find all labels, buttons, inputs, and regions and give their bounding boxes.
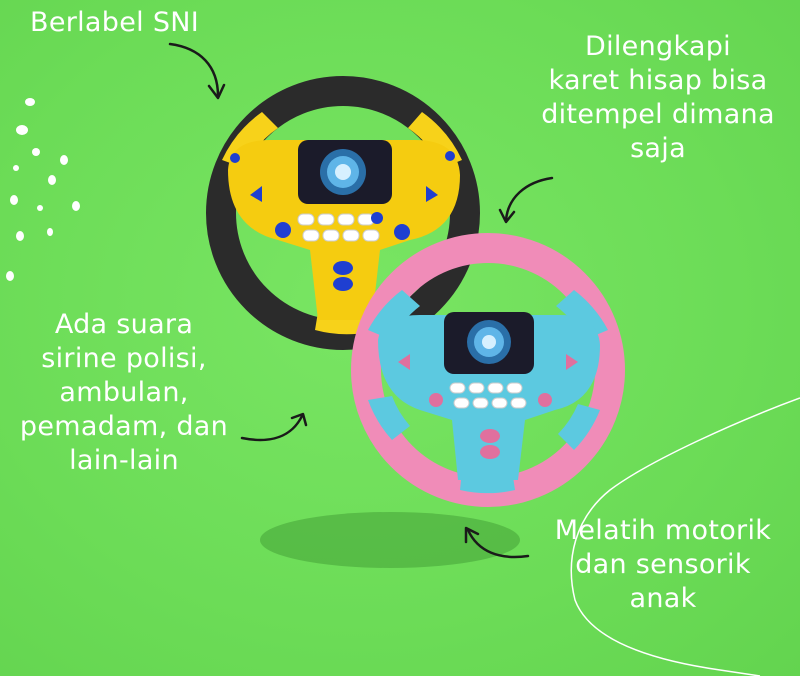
caption-line: pemadam, dan [19,411,229,442]
caption-line: anak [629,583,697,614]
caption-line: Melatih motorik [554,515,772,546]
curved-arrow-icon [168,42,554,559]
caption-sound-effects: Ada suara sirine polisi, ambulan, pemada… [8,308,240,478]
decorative-curve [570,397,800,676]
blue-pink-steering-wheel-toy [351,233,625,507]
caption-line: Berlabel SNI [30,7,200,38]
decorative-dots [6,98,80,281]
caption-line: karet hisap bisa [548,65,768,96]
caption-line: saja [630,133,686,164]
caption-sni-label: Berlabel SNI [30,6,199,40]
caption-line: Dilengkapi [584,31,731,62]
caption-line: ditempel dimana [541,99,775,130]
caption-suction-cup: Dilengkapi karet hisap bisa ditempel dim… [528,30,788,166]
shadow [260,512,520,568]
caption-line: dan sensorik [575,549,751,580]
caption-line: sirine polisi, [41,343,207,374]
caption-line: Ada suara [54,309,194,340]
caption-line: ambulan, [59,377,189,408]
caption-line: lain-lain [69,445,179,476]
yellow-steering-wheel-toy [206,76,480,350]
caption-motor-skills: Melatih motorik dan sensorik anak [538,514,788,616]
